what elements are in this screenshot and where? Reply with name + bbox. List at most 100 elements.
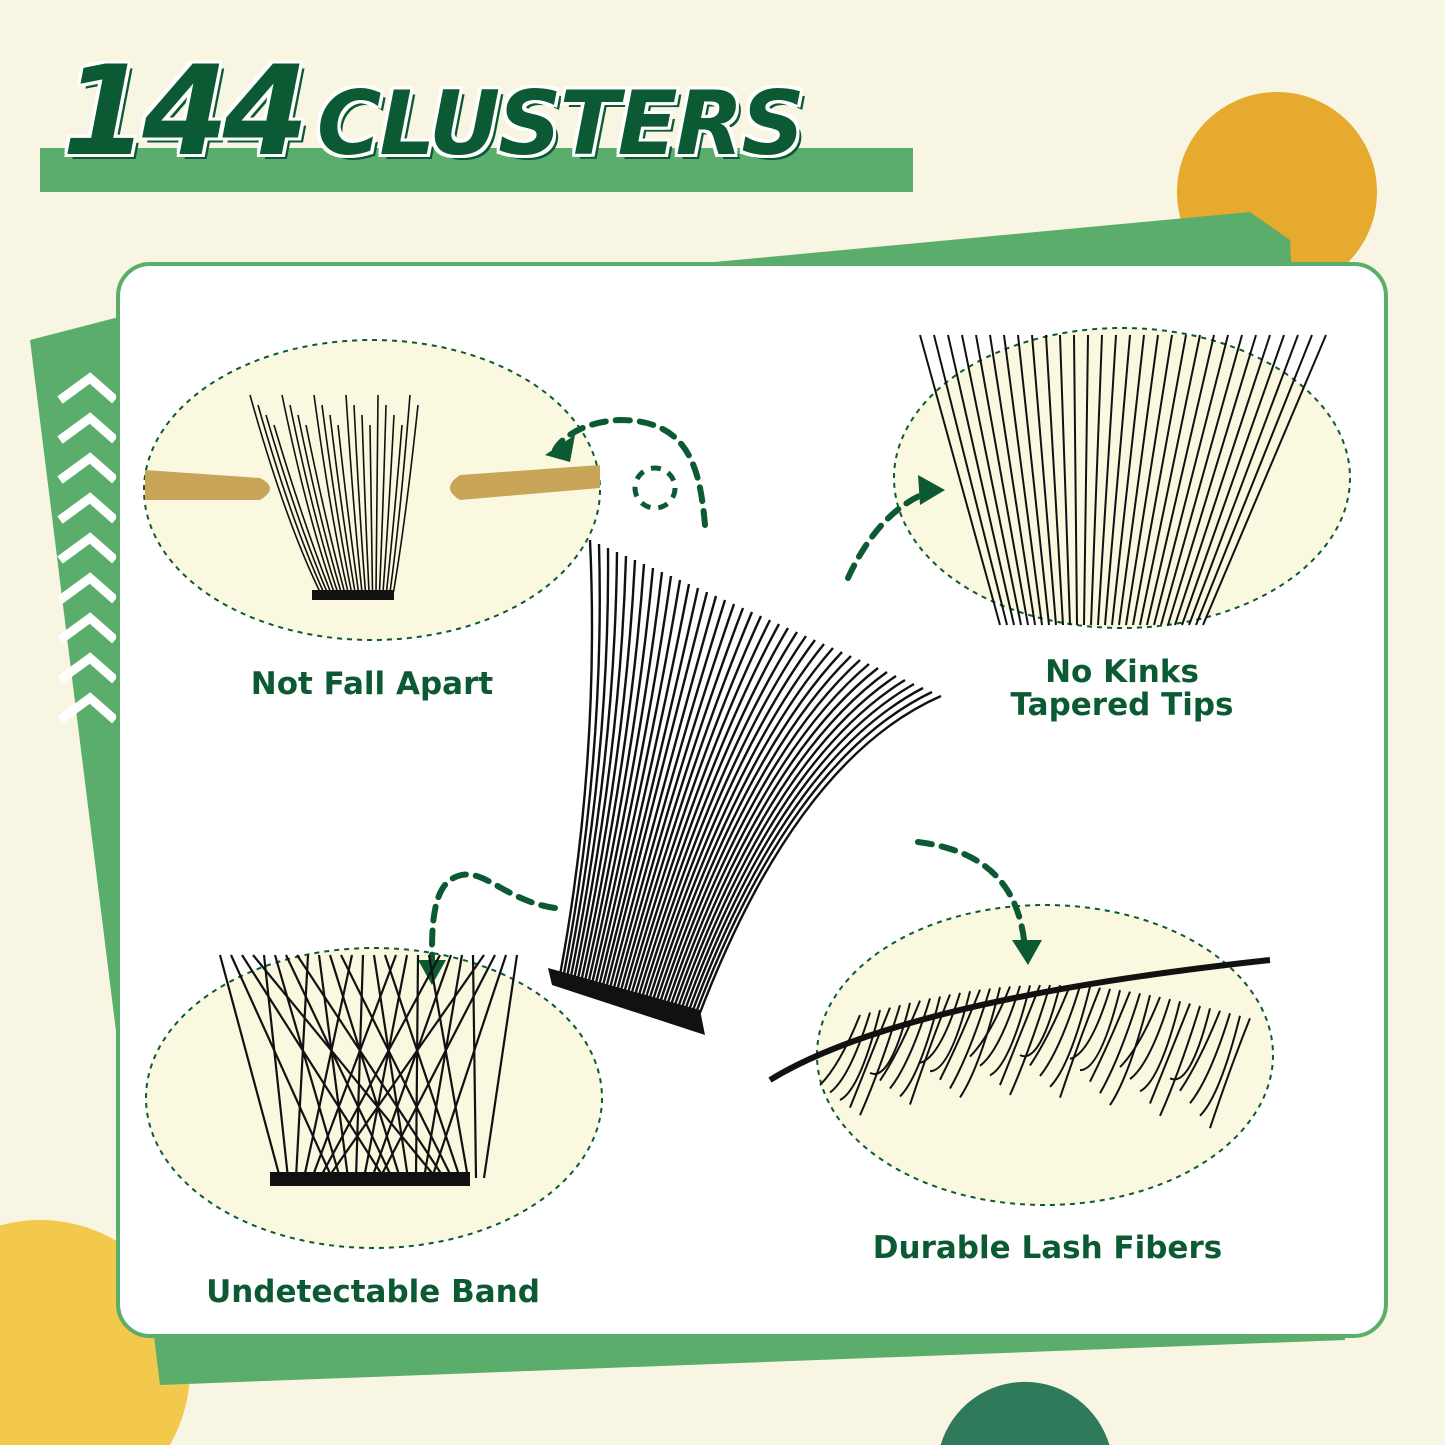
lash-strand bbox=[1118, 334, 1159, 626]
lash-strand bbox=[1153, 334, 1229, 626]
lash-strand bbox=[621, 611, 754, 997]
lash-strand bbox=[1179, 1010, 1221, 1092]
lash-strand bbox=[1099, 993, 1141, 1094]
lash-strand bbox=[583, 567, 655, 984]
label-no-kinks: No Kinks Tapered Tips bbox=[962, 656, 1282, 722]
lash-strand bbox=[656, 651, 843, 1009]
label-undetectable-band: Undetectable Band bbox=[206, 1274, 540, 1310]
lash-strand bbox=[1059, 334, 1071, 626]
lash-strand bbox=[639, 631, 799, 1003]
title-word: CLUSTERS bbox=[316, 72, 805, 175]
cluster-base bbox=[312, 590, 394, 600]
lash-strand bbox=[688, 686, 924, 1020]
lash-strand bbox=[695, 694, 942, 1023]
arrow-bottom-right bbox=[915, 839, 1028, 953]
lash-strand bbox=[989, 334, 1036, 626]
lash-strand bbox=[618, 607, 745, 996]
lash-strand bbox=[1109, 994, 1151, 1106]
lash-strand bbox=[319, 954, 441, 1179]
lash-strand bbox=[297, 414, 342, 593]
lash-strand bbox=[1049, 986, 1091, 1088]
lash-strand bbox=[392, 404, 419, 593]
lash-strand bbox=[586, 571, 664, 985]
lash-strand bbox=[607, 595, 718, 993]
lash-strand bbox=[635, 627, 790, 1002]
lash-strand bbox=[265, 414, 328, 593]
lash-strand bbox=[430, 954, 508, 1179]
lash-strand bbox=[653, 647, 834, 1008]
lash-strand bbox=[1146, 334, 1215, 626]
lash-strand bbox=[1097, 334, 1117, 626]
lash-strand bbox=[273, 954, 342, 1179]
lash-strand bbox=[257, 404, 325, 593]
lash-strand bbox=[1132, 334, 1187, 626]
lash-strand bbox=[241, 954, 385, 1179]
lash-strand bbox=[1003, 334, 1043, 626]
lash-strand bbox=[1160, 334, 1243, 626]
lash-strand bbox=[600, 587, 700, 990]
lash-strand bbox=[576, 559, 637, 982]
lash-strand bbox=[389, 394, 411, 593]
lash-strand bbox=[899, 996, 941, 1098]
lash-strand bbox=[947, 334, 1015, 626]
lash-strand bbox=[649, 643, 825, 1007]
lash-strand bbox=[372, 954, 410, 1179]
lash-strand bbox=[362, 954, 409, 1179]
cluster-band bbox=[548, 968, 705, 1035]
lash-strand bbox=[305, 424, 346, 593]
lash-strand bbox=[684, 682, 915, 1019]
lash-strand bbox=[632, 623, 781, 1001]
lash-strand bbox=[1079, 989, 1121, 1072]
lash-strand bbox=[933, 334, 1008, 626]
lash-strand bbox=[354, 954, 365, 1179]
lash-strand bbox=[1129, 998, 1171, 1080]
lash-strand bbox=[328, 954, 402, 1179]
lash-strand bbox=[229, 954, 334, 1179]
lash-strand bbox=[975, 334, 1029, 626]
lash-strand bbox=[345, 394, 363, 593]
lash-strand bbox=[614, 603, 736, 995]
lash-strand bbox=[317, 954, 350, 1179]
title-number: 144 bbox=[62, 40, 309, 184]
lash-strand bbox=[1189, 1012, 1231, 1104]
lash-strand bbox=[385, 424, 403, 593]
lash-strand bbox=[961, 334, 1022, 626]
teal-circle bbox=[940, 1381, 1110, 1445]
lash-strand bbox=[1069, 988, 1111, 1060]
oval-durable-fibers bbox=[816, 904, 1274, 1206]
lash-strand bbox=[1029, 985, 1071, 1067]
lash-strand bbox=[414, 954, 420, 1179]
lash-strand bbox=[565, 547, 610, 978]
lash-strand bbox=[1125, 334, 1173, 626]
label-durable-fibers: Durable Lash Fibers bbox=[872, 1230, 1223, 1266]
lash-strand bbox=[289, 404, 339, 593]
lash-strand bbox=[919, 992, 961, 1064]
tweezer-image bbox=[145, 465, 600, 500]
lash-strand bbox=[1089, 991, 1131, 1083]
lash-strand bbox=[849, 1007, 891, 1108]
lash-strand bbox=[353, 404, 367, 593]
lash-strand bbox=[1199, 1015, 1241, 1117]
lash-strand bbox=[674, 671, 888, 1015]
lash-strand bbox=[285, 954, 393, 1179]
lash-strand bbox=[1017, 334, 1050, 626]
lash-strand bbox=[572, 555, 628, 981]
lash-strand bbox=[879, 1000, 921, 1082]
lash-strand bbox=[340, 954, 453, 1179]
lash-strand bbox=[768, 957, 1271, 1083]
lash-strand bbox=[1174, 334, 1271, 626]
lash-strand bbox=[369, 424, 374, 593]
lash-strand bbox=[1188, 334, 1299, 626]
lash-strand bbox=[681, 678, 906, 1018]
lash-strand bbox=[375, 394, 379, 593]
lash-strand bbox=[663, 659, 861, 1012]
loop-icon bbox=[632, 465, 678, 511]
lash-strand bbox=[273, 424, 332, 593]
lash-strand bbox=[667, 663, 870, 1013]
lash-illustrations bbox=[218, 334, 1327, 1179]
lash-strand bbox=[302, 954, 354, 1179]
label-not-fall-apart: Not Fall Apart bbox=[250, 666, 494, 702]
lash-strand bbox=[625, 615, 763, 999]
lash-strand bbox=[869, 1002, 911, 1075]
arrow-top-right bbox=[845, 487, 938, 581]
